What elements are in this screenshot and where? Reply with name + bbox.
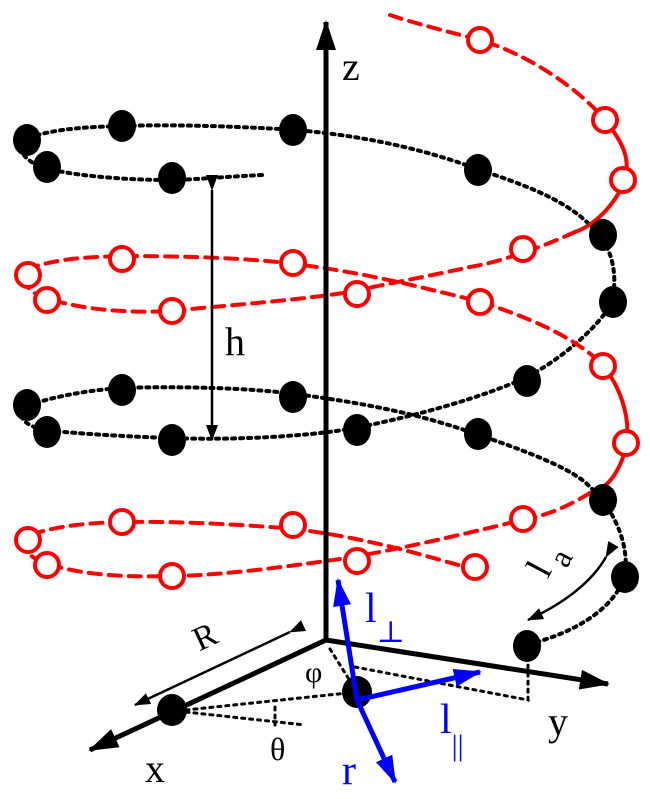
black-bead	[33, 151, 61, 183]
black-bead	[611, 561, 639, 593]
blue-vectors	[333, 578, 482, 784]
black-bead	[13, 124, 41, 156]
l-par-subscript: ||	[452, 729, 464, 762]
black-bead	[108, 110, 136, 142]
y-axis-label: y	[548, 699, 568, 744]
bond-length-label: l a	[519, 543, 580, 584]
black-bead	[108, 374, 136, 406]
y-axis	[325, 637, 610, 690]
red-bead	[509, 505, 537, 533]
red-bead	[33, 286, 61, 314]
red-bead	[343, 547, 371, 575]
red-bead	[158, 297, 186, 325]
black-bead	[464, 154, 492, 186]
red-bead	[466, 26, 494, 54]
red-bead	[612, 429, 640, 457]
construction-lines	[184, 647, 530, 727]
red-bead	[343, 280, 371, 308]
l-perp-subscript: ⊥	[377, 616, 405, 649]
red-bead	[279, 249, 307, 277]
x-axis	[88, 637, 328, 753]
red-bead	[14, 526, 42, 554]
l-par-vector	[356, 668, 482, 703]
red-bead	[461, 553, 489, 581]
black-bead	[513, 365, 541, 397]
bond-length-arrow	[527, 541, 619, 622]
black-bead	[33, 416, 61, 448]
r-vector-label: r	[342, 748, 356, 794]
black-bead	[513, 630, 541, 662]
l-par-label: l||	[440, 697, 464, 762]
red-beads	[14, 26, 640, 590]
black-bead	[158, 424, 186, 456]
red-bead	[279, 511, 307, 539]
black-bead	[599, 286, 627, 318]
black-bead	[589, 219, 617, 251]
l-perp-vector	[333, 578, 360, 701]
black-bead	[158, 162, 186, 194]
black-bead	[279, 381, 307, 413]
red-bead	[591, 106, 619, 134]
z-axis-label: z	[342, 44, 360, 89]
r-vector	[354, 698, 398, 784]
red-bead	[158, 562, 186, 590]
black-bead	[589, 484, 617, 516]
red-bead	[14, 261, 42, 289]
red-bead	[589, 352, 617, 380]
red-bead	[466, 288, 494, 316]
red-bead	[108, 245, 136, 273]
black-bead	[13, 389, 41, 421]
black-bead	[279, 114, 307, 146]
radius-arrow	[134, 620, 307, 707]
azimuth-label: φ	[305, 656, 322, 689]
l-perp-label: l⊥	[365, 586, 405, 649]
red-bead	[609, 166, 637, 194]
red-bead	[108, 508, 136, 536]
black-bead	[464, 418, 492, 450]
red-bead	[509, 235, 537, 263]
pitch-label: h	[225, 319, 245, 364]
radius-label: R	[187, 615, 223, 658]
black-chain-path	[19, 123, 628, 647]
red-bead	[33, 551, 61, 579]
tilt-label: θ	[270, 731, 285, 767]
black-bead	[343, 414, 371, 446]
x-axis-label: x	[145, 746, 165, 791]
